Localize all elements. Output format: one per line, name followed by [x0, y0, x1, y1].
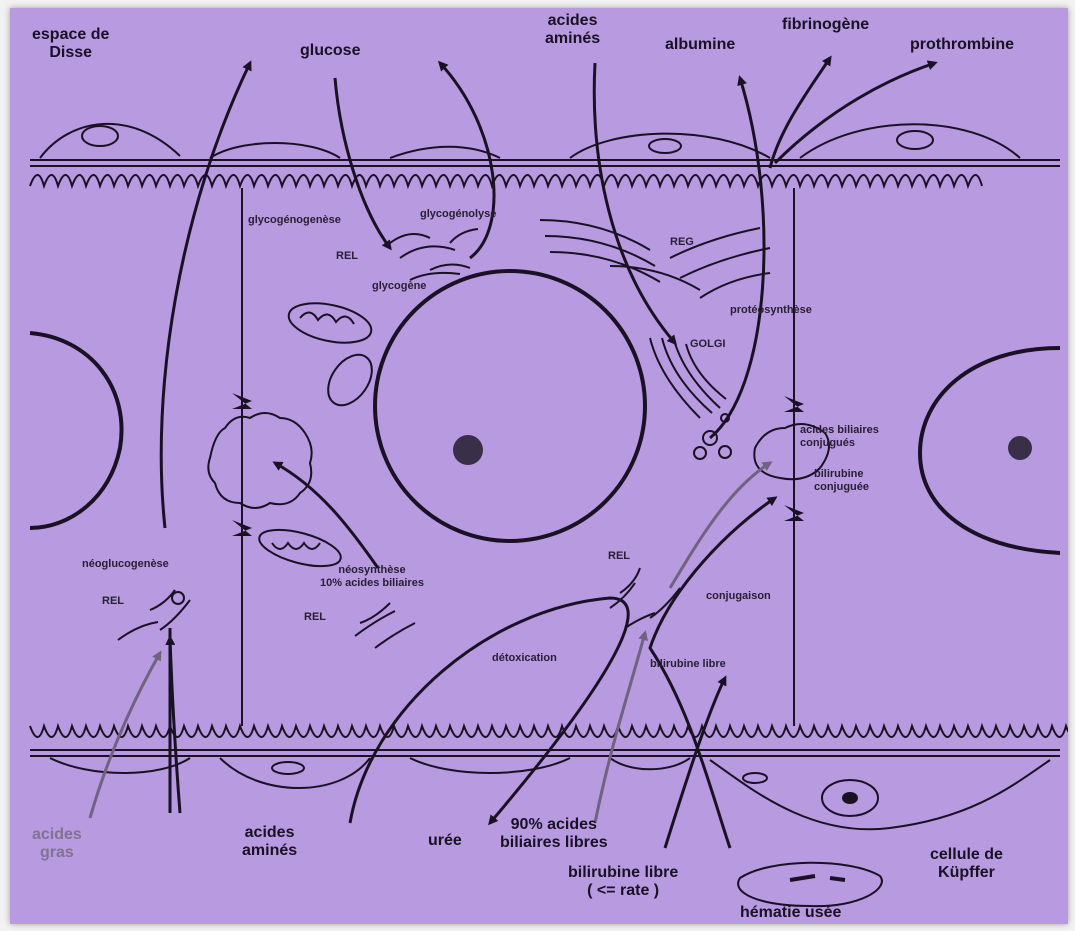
mitochondria [256, 297, 381, 574]
label-prothrombine: prothrombine [910, 36, 1014, 54]
top-microvilli [30, 175, 982, 186]
label-detoxication: détoxication [492, 652, 557, 665]
label-acides-biliaires-conjugues: acides biliaires conjugués [800, 424, 879, 449]
label-cellule-kupffer: cellule de Küpffer [930, 846, 1003, 883]
label-neosynthese: néosynthèse 10% acides biliaires [320, 564, 424, 589]
label-acides-amines-bottom: acides aminés [242, 824, 297, 861]
rel-glycogen-cluster [390, 229, 478, 280]
bile-canaliculus-left [208, 413, 311, 508]
label-albumine: albumine [665, 36, 735, 54]
diagram-drawing [10, 8, 1068, 924]
label-glycogenolyse: glycogénolyse [420, 208, 496, 221]
central-nucleus [375, 271, 645, 541]
label-acides-amines-top: acides aminés [545, 12, 600, 49]
canaliculus-lines [242, 188, 794, 726]
right-nucleus [920, 348, 1060, 553]
label-golgi: GOLGI [690, 338, 725, 351]
left-nucleus [30, 333, 122, 528]
label-espace-disse: espace de Disse [32, 26, 109, 63]
label-glucose: glucose [300, 42, 360, 60]
label-rel-left: REL [102, 595, 124, 608]
label-rel-mid: REL [304, 611, 326, 624]
label-neoglucogenese: néoglucogenèse [82, 558, 169, 571]
spent-red-blood-cell [738, 863, 882, 906]
label-rel-glycogen: REL [336, 250, 358, 263]
label-glycogene: glycogène [372, 280, 426, 293]
top-sinusoid-wall [30, 124, 1060, 166]
label-reg: REG [670, 236, 694, 249]
label-rel-right: REL [608, 550, 630, 563]
label-acides-gras: acides gras [32, 826, 82, 863]
right-nucleolus [1008, 436, 1032, 460]
label-uree: urée [428, 832, 462, 850]
label-hematie-usee: hématie usée [740, 904, 841, 922]
label-fibrinogene: fibrinogène [782, 16, 869, 34]
golgi-apparatus [650, 338, 731, 459]
label-bilirubine-libre-mid: bilirubine libre [650, 658, 726, 671]
label-proteosynthese: protéosynthèse [730, 304, 812, 317]
label-conjugaison: conjugaison [706, 590, 771, 603]
label-acides-biliaires-libres: 90% acides biliaires libres [500, 816, 608, 853]
label-bilirubine-conjuguee: bilirubine conjuguée [814, 468, 869, 493]
label-bilirubine-libre-rate: bilirubine libre ( <= rate ) [568, 864, 678, 901]
liver-cell-diagram: espace de Disse glucose acides aminés al… [10, 8, 1068, 924]
bottom-microvilli [30, 726, 1068, 737]
label-glycogenogenese: glycogénogenèse [248, 214, 341, 227]
